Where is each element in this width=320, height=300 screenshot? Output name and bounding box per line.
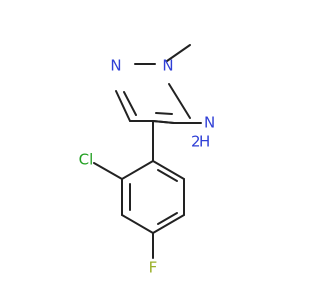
bond-lines	[93, 44, 202, 259]
bond-n2-c3	[115, 90, 131, 122]
atom-n1: N	[162, 57, 173, 75]
molecule-structure: N N N H 2 Cl F	[79, 44, 216, 277]
bond-n1-methyl	[166, 44, 191, 62]
bond-c6-c1	[152, 160, 185, 180]
bond-c1-c2	[121, 160, 154, 180]
atom-f: F	[149, 259, 158, 277]
atom-amine-n: N	[204, 114, 215, 132]
atom-amine-h2: 2	[191, 133, 201, 151]
bond-c1-c6-inner	[157, 169, 178, 182]
bond-c3-c4	[121, 214, 154, 234]
bond-n1-c5	[168, 83, 191, 119]
bond-c4-c5	[152, 214, 185, 234]
atom-labels: N N N H 2 Cl F	[79, 57, 216, 277]
atom-cl: Cl	[79, 151, 94, 169]
bond-c3-n2-inner	[123, 91, 137, 116]
bond-c4-c5-link	[152, 120, 175, 124]
bond-c4-c5-inner	[155, 112, 173, 115]
bond-c4-c5-inner	[157, 212, 178, 225]
bond-aryl-cl	[93, 162, 123, 180]
atom-n2: N	[110, 57, 121, 75]
atom-amine-h: H	[199, 133, 210, 151]
